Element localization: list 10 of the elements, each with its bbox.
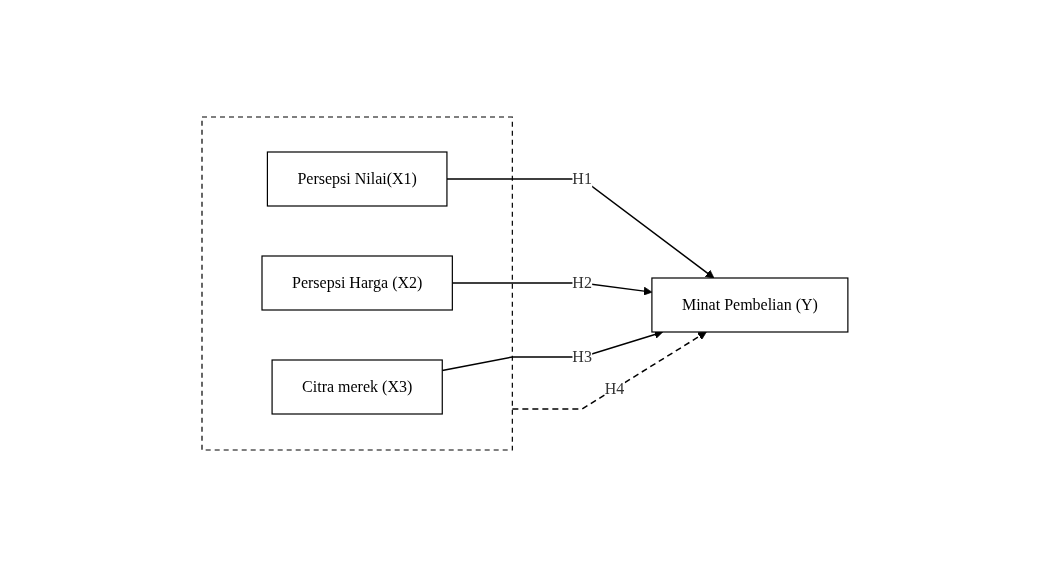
node-box: Minat Pembelian (Y) xyxy=(651,276,849,333)
edge-label: H4 xyxy=(604,379,625,397)
node-box: Persepsi Nilai(X1) xyxy=(266,150,448,207)
edge-label: H3 xyxy=(572,347,592,365)
node-box: Citra merek (X3) xyxy=(271,358,443,415)
edge-label: H2 xyxy=(572,273,592,291)
node-box: Persepsi Harga (X2) xyxy=(261,254,453,311)
edge-label: H1 xyxy=(572,169,592,187)
arrow xyxy=(511,331,707,410)
cluster xyxy=(201,115,513,451)
